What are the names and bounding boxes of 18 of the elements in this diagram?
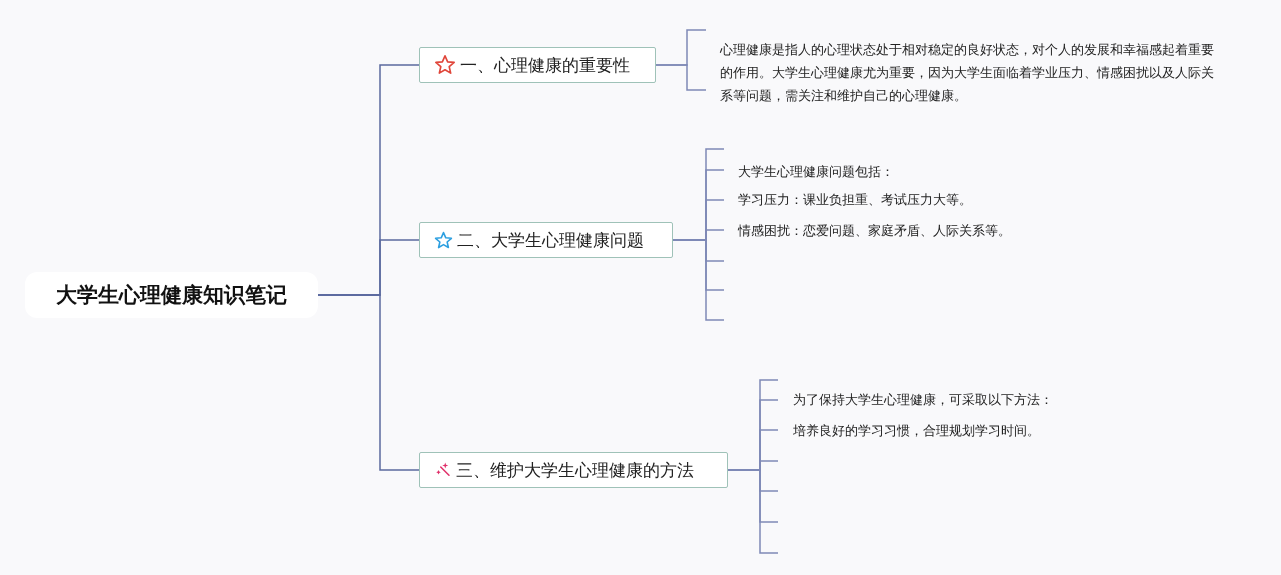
branch-line — [727, 469, 779, 554]
topic-box — [419, 47, 656, 83]
title-text: 大学生心理健康知识笔记 — [56, 282, 287, 309]
topic-text: 三、维护大学生心理健康的方法 — [456, 458, 694, 482]
topic-text: 一、心理健康的重要性 — [460, 53, 630, 77]
branch-line — [672, 239, 725, 321]
note-text: 心理健康是指人的心理状态处于相对稳定的良好状态，对个人的发展和幸福感起着重要的作用。大学生心理健康尤为重要，因为大学生面临着学业压力、情感困扰以及人际关系等问题，需关注和维护自己的心理健康。 — [720, 41, 1215, 105]
note-line: 为了保持大学生心理健康，可采取以下方法： — [793, 391, 1054, 409]
note-line: 大学生心理健康问题包括： — [738, 163, 895, 181]
note-line: 学习压力：课业负担重、考试压力大等。 — [738, 191, 973, 209]
topic-text: 二、大学生心理健康问题 — [457, 228, 644, 252]
root-box — [25, 272, 318, 318]
topic-box — [419, 452, 728, 488]
note-line: 培养良好的学习习惯，合理规划学习时间。 — [793, 422, 1041, 440]
connector-line — [317, 294, 420, 471]
note-line: 情感困扰：恋爱问题、家庭矛盾、人际关系等。 — [738, 222, 1012, 240]
topic-box — [419, 222, 673, 258]
branch-line — [655, 64, 707, 91]
